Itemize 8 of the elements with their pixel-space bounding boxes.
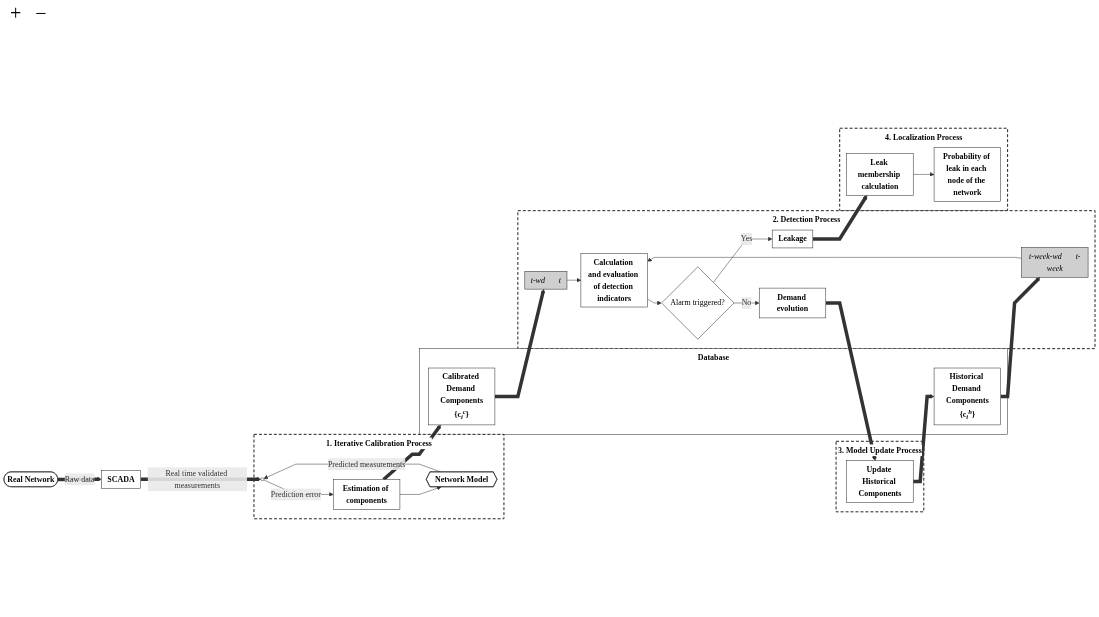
arrow [494,288,545,399]
sign-label: − [35,2,47,26]
arrow [812,195,868,241]
arrow [913,394,935,484]
arrow [1000,277,1041,399]
node-circle [260,477,265,482]
sign-label: + [10,2,22,26]
arrow [825,301,877,461]
